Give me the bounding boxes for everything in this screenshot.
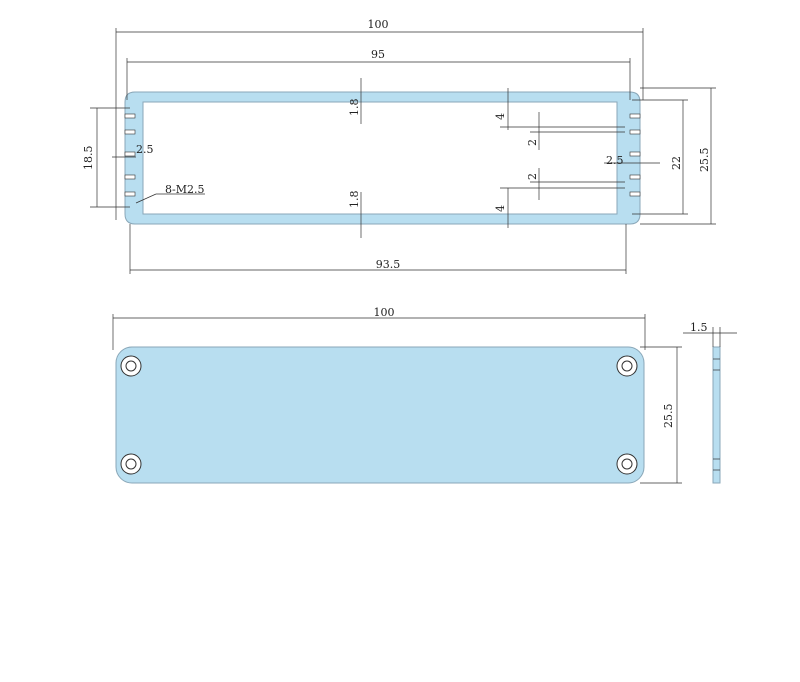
dim-slot-left-depth: 2.5: [112, 143, 154, 158]
dim-inner-width: 95: [126, 48, 631, 100]
dim-label-inner-width: 95: [371, 48, 385, 61]
dim-label-slot-gap-top: 2: [526, 139, 539, 146]
dim-slot-offset-top: 4: [494, 88, 625, 130]
dim-label-inner-height: 22: [670, 156, 683, 170]
plate-side-view: 1.5: [683, 321, 737, 484]
dim-label-slot-gap-bottom: 2: [526, 173, 539, 180]
dim-overall-height: 25.5: [640, 87, 716, 225]
dim-label-bottom-width: 93.5: [376, 258, 401, 271]
profile-view: 100 95 93.5 1.8 1.8: [82, 18, 716, 274]
end-plate-view: 100 25.5 1.5: [112, 306, 737, 484]
dim-slot-gap-bottom: 2: [526, 168, 625, 200]
screw-callout: 8-M2.5: [135, 183, 205, 204]
dim-label-overall-width: 100: [368, 18, 389, 31]
dim-label-overall-height: 25.5: [698, 148, 711, 173]
dim-label-slot-offset-top: 4: [494, 113, 507, 120]
dim-label-slot-left-depth: 2.5: [136, 143, 154, 156]
dim-label-plate-thickness: 1.5: [690, 321, 708, 334]
end-plate-body: [115, 346, 645, 484]
dim-label-wall-bottom: 1.8: [348, 191, 361, 209]
plate-side-body: [712, 346, 721, 484]
dim-label-slot-left-height: 18.5: [82, 146, 95, 171]
profile-body: [124, 91, 641, 225]
dim-label-wall-top: 1.8: [348, 99, 361, 117]
dim-wall-top: 1.8: [348, 78, 362, 124]
dim-slot-left-height: 18.5: [82, 107, 130, 208]
mounting-holes: [120, 355, 638, 475]
left-slots: [124, 113, 136, 197]
dim-bottom-width: 93.5: [129, 224, 627, 274]
dim-overall-width: 100: [115, 18, 644, 220]
right-slots: [629, 113, 641, 197]
dim-plate-height: 25.5: [640, 346, 682, 484]
screw-label: 8-M2.5: [165, 183, 204, 196]
dim-label-plate-width: 100: [374, 306, 395, 319]
dim-wall-bottom: 1.8: [348, 191, 362, 238]
dim-inner-height: 22: [632, 99, 688, 215]
dim-label-plate-height: 25.5: [662, 404, 675, 429]
dim-label-slot-offset-bottom: 4: [494, 205, 507, 212]
dim-right-slot-depth: 2.5: [604, 154, 660, 167]
dim-label-right-slot-depth: 2.5: [606, 154, 624, 167]
dim-slot-offset-bottom: 4: [494, 187, 625, 228]
dim-plate-width: 100: [112, 306, 646, 350]
dim-slot-gap-top: 2: [526, 112, 625, 150]
